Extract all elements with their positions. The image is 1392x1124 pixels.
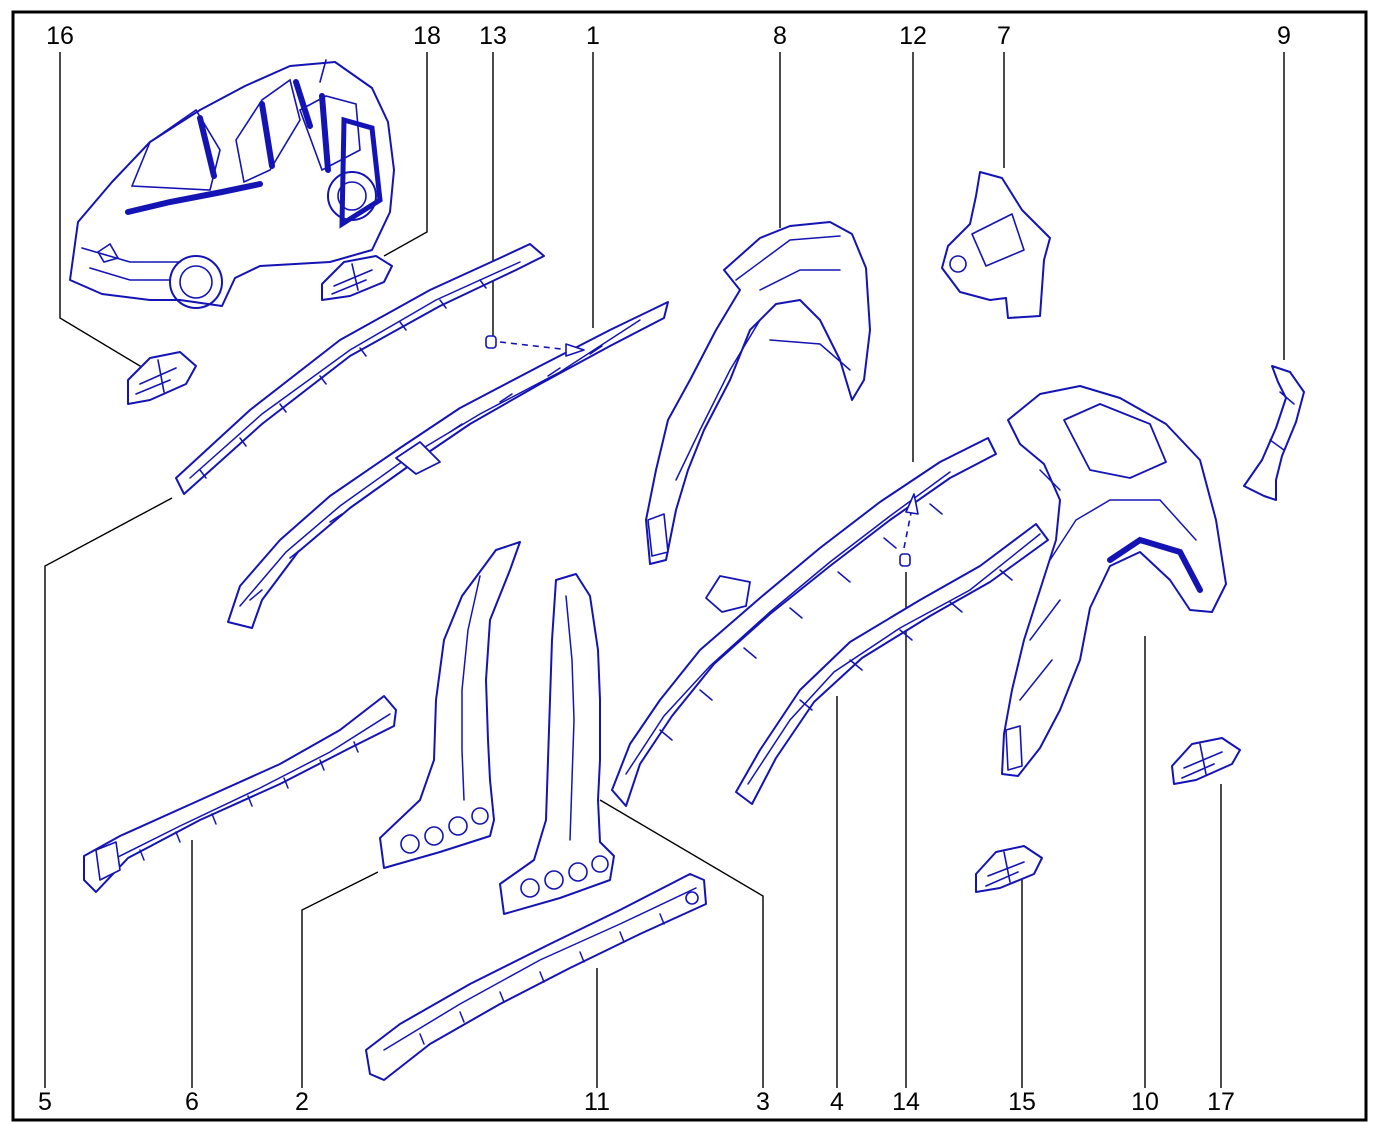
part-15-bracket bbox=[975, 845, 1043, 893]
callout-2: 2 bbox=[295, 1088, 309, 1116]
bottom-callouts: 5 6 2 11 3 4 14 15 10 17 bbox=[38, 1088, 1235, 1116]
leader-5 bbox=[44, 497, 173, 1088]
part-3-centre-pillar bbox=[499, 573, 615, 915]
callout-16: 16 bbox=[46, 22, 74, 50]
part-13-clip bbox=[485, 335, 585, 357]
vehicle-overview-illustration bbox=[69, 59, 395, 309]
part-9-bracket bbox=[1243, 365, 1305, 501]
callout-13: 13 bbox=[479, 22, 507, 50]
callout-11: 11 bbox=[584, 1088, 610, 1116]
part-4-rail bbox=[735, 523, 1049, 805]
callout-10: 10 bbox=[1131, 1088, 1159, 1116]
part-1-roof-side-rail bbox=[227, 301, 669, 629]
callout-18: 18 bbox=[413, 22, 441, 50]
part-6-sill bbox=[83, 695, 397, 893]
part-5-roof-rail bbox=[175, 243, 545, 495]
part-12-roof-rail-rear bbox=[611, 437, 997, 807]
top-callouts: 16 18 13 1 8 12 7 9 bbox=[46, 22, 1291, 50]
leader-16 bbox=[59, 52, 151, 373]
leader-lines bbox=[44, 52, 1285, 1088]
leader-2 bbox=[301, 871, 379, 1088]
part-11-sill-inner bbox=[365, 873, 707, 1081]
part-14-clip bbox=[899, 493, 919, 567]
part-10-rear-quarter bbox=[1001, 385, 1227, 777]
callout-9: 9 bbox=[1277, 22, 1291, 50]
part-17-bracket bbox=[1171, 737, 1241, 785]
part-18-bracket bbox=[321, 255, 393, 301]
callout-7: 7 bbox=[997, 22, 1011, 50]
callout-5: 5 bbox=[38, 1088, 52, 1116]
leader-3 bbox=[599, 799, 764, 1088]
diagram-frame bbox=[11, 10, 1368, 1122]
part-2-front-pillar bbox=[379, 541, 521, 869]
callout-8: 8 bbox=[773, 22, 787, 50]
parts-group bbox=[69, 59, 1305, 1081]
part-8-quarter-inner bbox=[645, 221, 871, 565]
callout-6: 6 bbox=[185, 1088, 199, 1116]
callout-4: 4 bbox=[830, 1088, 844, 1116]
callout-1: 1 bbox=[586, 22, 600, 50]
callout-3: 3 bbox=[756, 1088, 770, 1116]
callout-17: 17 bbox=[1207, 1088, 1235, 1116]
callout-14: 14 bbox=[892, 1088, 920, 1116]
callout-12: 12 bbox=[899, 22, 927, 50]
part-16-bracket bbox=[127, 351, 197, 405]
leader-18 bbox=[383, 52, 428, 257]
part-7-rear-bracket bbox=[941, 171, 1051, 319]
callout-15: 15 bbox=[1008, 1088, 1036, 1116]
